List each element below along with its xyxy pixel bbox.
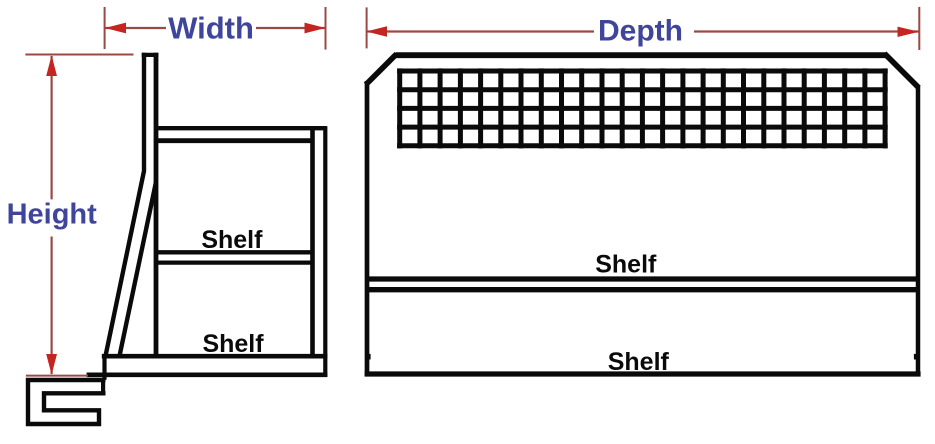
svg-text:Depth: Depth (598, 15, 683, 48)
svg-text:Shelf: Shelf (201, 226, 263, 254)
svg-text:Width: Width (168, 10, 254, 45)
svg-text:Shelf: Shelf (202, 330, 264, 358)
svg-text:Shelf: Shelf (595, 250, 657, 278)
svg-text:Shelf: Shelf (608, 348, 670, 376)
svg-text:Height: Height (7, 199, 98, 231)
